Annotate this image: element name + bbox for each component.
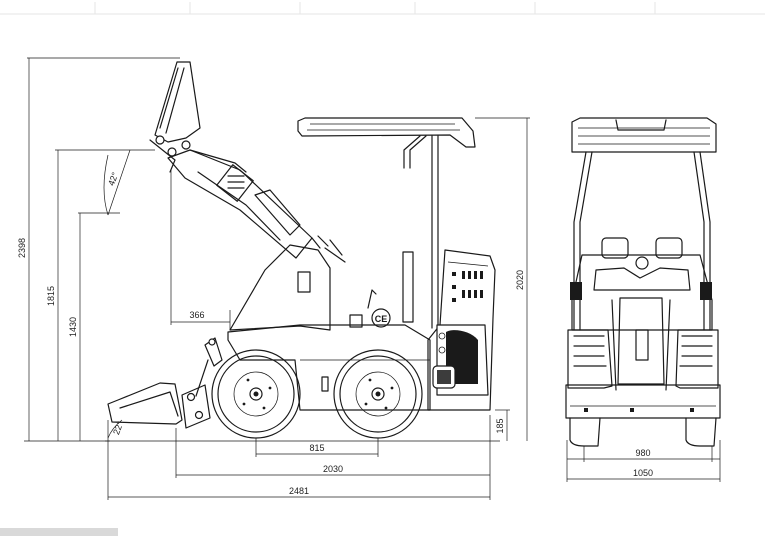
- dim-overall-length: 2481: [289, 486, 309, 496]
- raised-bucket: [154, 61, 201, 143]
- bottom-bar: [0, 528, 118, 536]
- rear-wheel: [333, 349, 423, 439]
- front-body: [571, 254, 713, 331]
- front-wheel: [211, 349, 301, 439]
- vent-slots: [462, 271, 483, 298]
- dim-wheelbase: 815: [309, 443, 324, 453]
- front-dimensions: [566, 440, 721, 482]
- engine-body: [427, 249, 496, 411]
- exhaust-stack: [402, 251, 414, 323]
- canopy-roof: [297, 117, 476, 148]
- chassis: [227, 324, 431, 411]
- dim-canopy-height: 2020: [515, 270, 525, 290]
- lowered-bucket: [107, 382, 183, 425]
- dim-dump-angle: 42°: [106, 170, 120, 187]
- dim-length-without-bucket: 2030: [323, 464, 343, 474]
- canopy-post: [431, 135, 439, 329]
- top-ruler: [0, 2, 765, 15]
- dim-rollback-angle: 22°: [111, 419, 125, 436]
- dim-overall-height: 2398: [17, 238, 27, 258]
- dim-dump-height: 1430: [68, 317, 78, 337]
- front-bucket: [565, 384, 721, 419]
- dim-dump-reach: 366: [189, 310, 204, 320]
- front-right-tire: [675, 329, 719, 389]
- front-view: [565, 117, 721, 447]
- lift-tower: [229, 244, 331, 331]
- front-canopy-roof: [571, 117, 717, 153]
- side-view: CE: [105, 61, 500, 442]
- side-dimensions: [24, 57, 530, 500]
- dim-hinge-pin-height: 1815: [46, 286, 56, 306]
- svg-text:CE: CE: [375, 314, 388, 324]
- dim-ground-clearance: 185: [495, 418, 505, 433]
- dim-overall-width: 1050: [633, 468, 653, 478]
- dim-track-width: 980: [635, 448, 650, 458]
- front-left-tire: [567, 329, 613, 389]
- boom-arm: [167, 149, 313, 259]
